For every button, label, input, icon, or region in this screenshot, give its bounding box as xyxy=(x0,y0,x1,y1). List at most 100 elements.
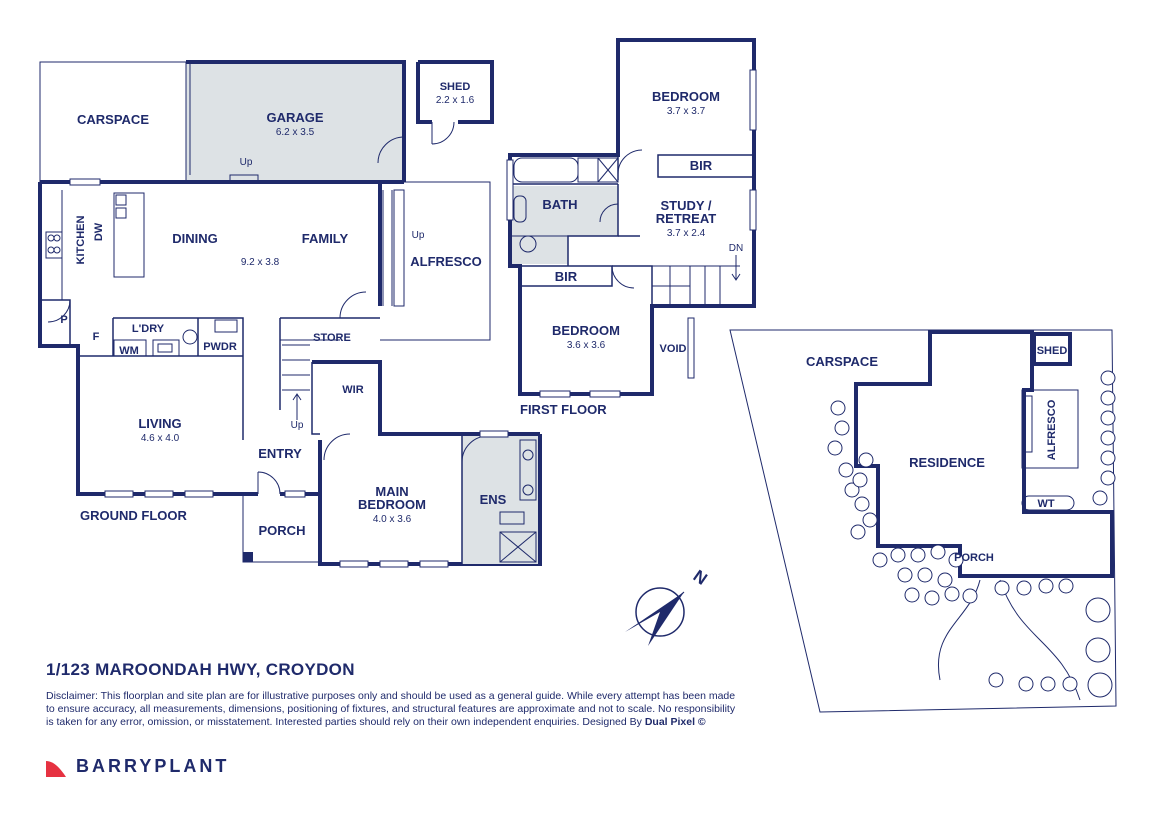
label-garage: GARAGE xyxy=(266,110,323,125)
label-dining: DINING xyxy=(172,231,218,246)
room-labels: CARSPACE GARAGE 6.2 x 3.5 Up SHED 2.2 x … xyxy=(60,81,1067,564)
tree-icon xyxy=(1085,637,1111,663)
garage-floor xyxy=(186,62,404,182)
label-residence: RESIDENCE xyxy=(909,455,985,470)
label-dn: DN xyxy=(729,243,743,254)
tree-icon xyxy=(1040,676,1056,692)
tree-icon xyxy=(1085,597,1111,623)
label-kitchen: KITCHEN xyxy=(75,216,87,265)
label-bath: BATH xyxy=(542,197,577,212)
tree-icon xyxy=(1087,672,1113,698)
label-alfresco: ALFRESCO xyxy=(410,254,482,269)
label-main-bedroom: BEDROOM xyxy=(358,497,426,512)
dim-garage: 6.2 x 3.5 xyxy=(276,127,315,138)
label-wt: WT xyxy=(1037,498,1054,510)
tree-icon xyxy=(1100,470,1116,486)
tree-icon xyxy=(872,552,888,568)
tree-icon xyxy=(1100,370,1116,386)
tree-icon xyxy=(937,572,953,588)
label-site-carspace: CARSPACE xyxy=(806,354,878,369)
label-ens: ENS xyxy=(480,492,507,507)
tree-icon xyxy=(924,590,940,606)
tree-icon xyxy=(1100,430,1116,446)
label-fridge: F xyxy=(93,331,100,343)
tree-icon xyxy=(962,588,978,604)
tree-icon xyxy=(1100,450,1116,466)
brand-mark-icon xyxy=(46,760,66,777)
label-up-alfresco: Up xyxy=(412,230,425,241)
label-pwdr: PWDR xyxy=(203,341,237,353)
tree-icon xyxy=(1018,676,1034,692)
tree-icon xyxy=(1062,676,1078,692)
tree-icon xyxy=(838,462,854,478)
tree-icon xyxy=(988,672,1004,688)
label-wm: WM xyxy=(119,345,139,357)
brand-logo: BARRYPLANT xyxy=(46,756,229,777)
disclaimer: Disclaimer: This floorplan and site plan… xyxy=(46,690,736,730)
label-first-floor: FIRST FLOOR xyxy=(520,402,607,417)
label-laundry: L'DRY xyxy=(132,323,165,335)
label-wir: WIR xyxy=(342,384,363,396)
label-study: STUDY / xyxy=(660,198,711,213)
tree-icon xyxy=(910,547,926,563)
dim-study: 3.7 x 2.4 xyxy=(667,228,706,239)
label-bedroom-1: BEDROOM xyxy=(652,89,720,104)
brand-name: BARRYPLANT xyxy=(76,756,230,776)
dim-dining-family: 9.2 x 3.8 xyxy=(241,257,280,268)
tree-icon xyxy=(930,544,946,560)
label-porch: PORCH xyxy=(259,523,306,538)
label-family: FAMILY xyxy=(302,231,349,246)
tree-icon xyxy=(917,567,933,583)
label-pantry: P xyxy=(60,314,67,326)
label-site-shed: SHED xyxy=(1037,345,1068,357)
tree-icon xyxy=(1092,490,1108,506)
tree-icon xyxy=(994,580,1010,596)
tree-icon xyxy=(1100,390,1116,406)
tree-icon xyxy=(827,440,843,456)
tree-icon xyxy=(944,586,960,602)
label-bir-2: BIR xyxy=(555,269,578,284)
ground-floor-plan xyxy=(38,60,542,568)
compass-north-label: N xyxy=(690,566,711,589)
tree-icon xyxy=(1058,578,1074,594)
label-void: VOID xyxy=(660,343,687,355)
disclaimer-text: Disclaimer: This floorplan and site plan… xyxy=(46,690,736,729)
tree-icon xyxy=(1016,580,1032,596)
tree-icon xyxy=(904,587,920,603)
tree-icon xyxy=(858,452,874,468)
label-ground-floor: GROUND FLOOR xyxy=(80,508,187,523)
tree-icon xyxy=(854,496,870,512)
tree-icon xyxy=(850,524,866,540)
label-store: STORE xyxy=(313,332,351,344)
compass-icon: N xyxy=(625,566,711,646)
label-bir-1: BIR xyxy=(690,158,713,173)
label-carspace: CARSPACE xyxy=(77,112,149,127)
tree-icon xyxy=(948,552,964,568)
label-retreat: RETREAT xyxy=(656,211,716,226)
label-dw: DW xyxy=(93,222,105,241)
tree-icon xyxy=(830,400,846,416)
tree-icon xyxy=(844,482,860,498)
label-bedroom-2: BEDROOM xyxy=(552,323,620,338)
designer-credit: Dual Pixel © xyxy=(644,716,706,729)
label-up-stair: Up xyxy=(291,420,304,431)
tree-icon xyxy=(834,420,850,436)
label-up-garage: Up xyxy=(240,157,253,168)
site-trees xyxy=(827,370,1116,698)
dim-living: 4.6 x 4.0 xyxy=(141,433,180,444)
tree-icon xyxy=(890,547,906,563)
label-living: LIVING xyxy=(138,416,181,431)
label-site-alfresco: ALFRESCO xyxy=(1046,399,1058,460)
label-site-porch: PORCH xyxy=(954,552,994,564)
label-shed: SHED xyxy=(440,81,471,93)
dim-shed: 2.2 x 1.6 xyxy=(436,95,475,106)
dim-main-bedroom: 4.0 x 3.6 xyxy=(373,514,412,525)
property-address: 1/123 MAROONDAH HWY, CROYDON xyxy=(46,660,355,679)
tree-icon xyxy=(1038,578,1054,594)
label-main: MAIN xyxy=(375,484,408,499)
site-plan xyxy=(729,329,1117,713)
first-floor-plan xyxy=(506,38,757,398)
dim-bedroom-1: 3.7 x 3.7 xyxy=(667,106,706,117)
dim-bedroom-2: 3.6 x 3.6 xyxy=(567,340,606,351)
